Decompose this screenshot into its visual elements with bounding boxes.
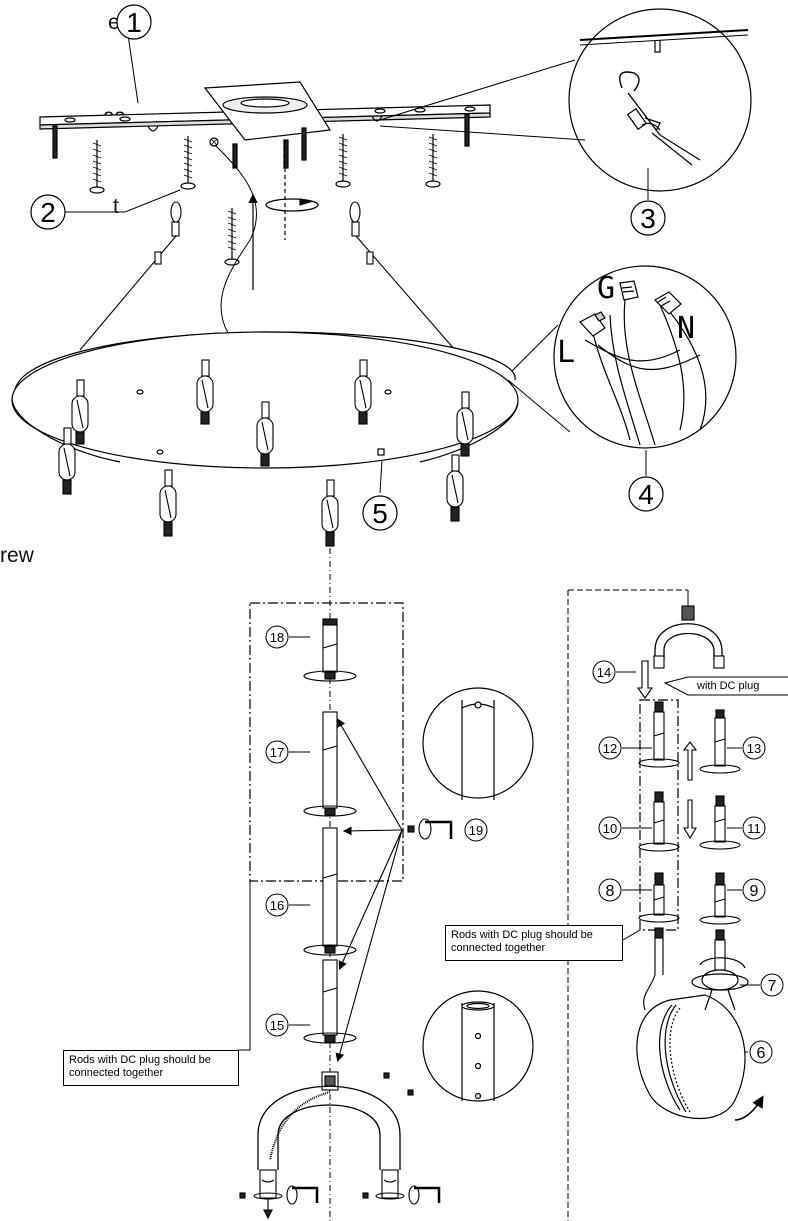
rod-detail-circles: [422, 687, 534, 1102]
pendant-hooks: [58, 359, 474, 547]
dc-plug-label: with DC plug: [697, 680, 760, 692]
left-u-arm: [239, 1071, 441, 1220]
clipped-text-3: t: [113, 195, 119, 218]
left-note-box: Rods with DC plug should be connected to…: [63, 1050, 239, 1086]
left-rods: [303, 618, 357, 1044]
mounting-screws: [52, 113, 470, 266]
right-u-arm: [653, 605, 725, 669]
canopy-disc: [11, 331, 519, 469]
detail-wire-connectors: [507, 265, 737, 476]
lamp-shade: [636, 957, 764, 1121]
mounting-bracket: [39, 81, 491, 141]
detail-hook: [379, 8, 752, 200]
clipped-text-4: rew: [0, 544, 34, 567]
clipped-text-1: e: [108, 11, 120, 34]
right-rods: [638, 701, 741, 1011]
install-arrows: [248, 140, 319, 290]
suspension-cables: [79, 201, 456, 351]
right-note-box: Rods with DC plug should be connected to…: [445, 925, 623, 961]
